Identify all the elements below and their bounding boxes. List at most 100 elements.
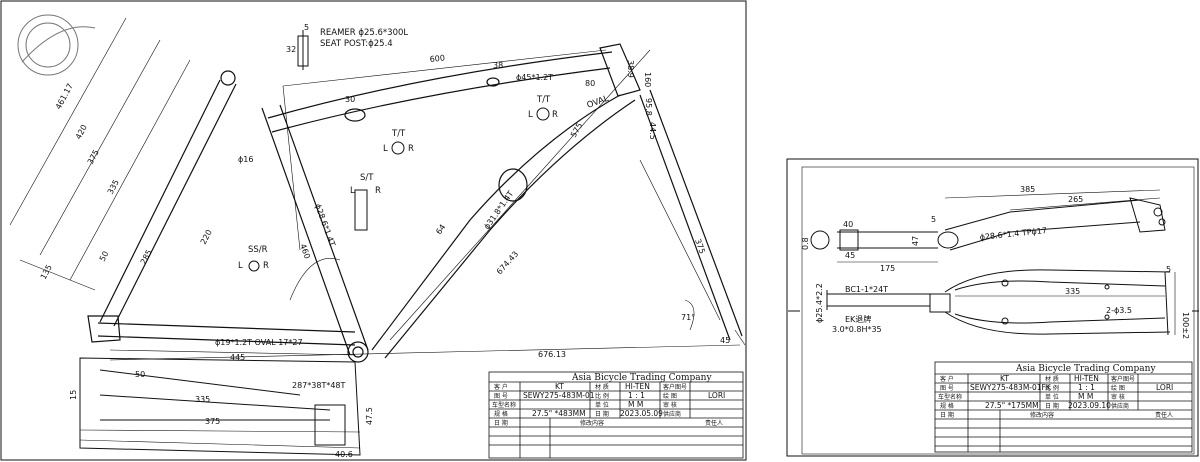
r-1: R [552, 110, 558, 120]
fork-sheet-border [786, 158, 1199, 457]
frame-model-label: 车型名称 [492, 401, 516, 409]
fork-front-view [826, 269, 1171, 336]
fork-scale: 1 : 1 [1078, 383, 1095, 392]
dim-5: 5 [304, 23, 309, 32]
frame-date-label: 日 期 [595, 410, 609, 418]
fork-cust-no-label: 客户图号 [1111, 375, 1135, 383]
dim-676: 676.13 [538, 350, 566, 359]
rear-dim-15: 15 [69, 390, 78, 400]
dim-38: 38 [493, 61, 503, 70]
dim-375: 375 [86, 148, 101, 166]
fork-material: HI-TEN [1074, 374, 1099, 383]
dim-44-5: 44.5 [648, 122, 657, 140]
dim-135: 135 [39, 263, 54, 281]
rear-dim-375: 375 [205, 417, 220, 426]
dim-19: ϕ19*1.2T OVAL 17*27 [215, 338, 303, 347]
fork-dim-385: 385 [1020, 185, 1035, 194]
fork-drawn-by: LORI [1156, 383, 1173, 392]
rear-dim-335: 335 [195, 395, 210, 404]
r-3: R [375, 186, 381, 196]
fork-dim-2: 2-ϕ3.5 [1106, 306, 1132, 315]
dim-31: ϕ31.8*1.4T [482, 189, 515, 231]
fork-dim-5: 5 [931, 215, 936, 224]
fork-model-label: 车型名称 [938, 393, 962, 401]
fork-date: 2023.09.10 [1068, 401, 1111, 410]
frame-owner-label: 责任人 [705, 419, 723, 427]
frame-material: HI-TEN [625, 382, 650, 391]
st-label: S/T [360, 173, 374, 183]
dim-95-8: 95.8 [644, 98, 653, 116]
seat-post-note: SEAT POST:ϕ25.4 [320, 39, 393, 49]
fork-customer: KT [1000, 374, 1009, 383]
fork-drawing-no: SEWY275-483M-01FK [970, 383, 1052, 392]
frame-title-texts: Asia Bicycle Trading Company 客 户 KT 材 质 … [492, 373, 725, 427]
reamer-note: REAMER ϕ25.6*300L [320, 28, 408, 38]
dim-460: 460 [298, 243, 312, 260]
frame-unit: M M [628, 400, 643, 409]
frame-scale-label: 比 例 [595, 392, 609, 400]
fork-owner-label: 责任人 [1155, 411, 1173, 419]
frame-sheet-border [0, 0, 747, 461]
dim-30: 30 [345, 95, 355, 104]
rear-dim-40: 40.6 [335, 450, 353, 459]
fork-dim-100: 100±2 [1181, 312, 1190, 339]
frame-customer-label: 客 户 [494, 383, 508, 391]
tube-section-icons [248, 107, 550, 272]
dim-80: 80 [585, 79, 595, 88]
l-1: L [528, 110, 533, 120]
fork-revision-label: 修改内容 [1030, 411, 1054, 419]
frame-company: Asia Bicycle Trading Company [571, 373, 712, 383]
fork-dim-286: ϕ28.6*1.4 TPϕ17 [979, 226, 1047, 242]
approval-stamp [17, 14, 96, 76]
dim-461: 461.17 [54, 82, 75, 111]
fork-material-label: 材 质 [1045, 375, 1059, 383]
frame-drawing-no-label: 图 号 [494, 393, 508, 400]
fork-scale-label: 比 例 [1045, 384, 1059, 392]
fork-dim-254: ϕ25.4*2.2 [815, 283, 824, 323]
fork-texts: 385 265 40 45 5 47 0.8 175 ϕ28.6*1.4 TPϕ… [801, 185, 1190, 339]
r-2: R [408, 144, 414, 154]
dim-28: ϕ28.6*1.4T [313, 203, 337, 248]
dim-160: 160 [643, 72, 652, 87]
fork-customer-label: 客 户 [940, 375, 954, 383]
frame-drawn-label: 绘 图 [663, 392, 677, 400]
fork-unit-label: 单 位 [1045, 393, 1059, 401]
frame-revision-label: 修改内容 [580, 419, 604, 427]
dim-575: 575 [569, 121, 584, 139]
frame-texts: REAMER ϕ25.6*300L SEAT POST:ϕ25.4 5 32 6… [39, 23, 730, 459]
dim-674: 674.43 [495, 250, 520, 277]
frame-spec: 27.5" *483MM [532, 409, 586, 418]
fork-dim-08: 0.8 [801, 237, 810, 250]
l-4: L [238, 261, 243, 271]
frame-cust-no-label: 客户图号 [663, 383, 687, 391]
fork-ek: EK退牌 [845, 314, 871, 324]
fork-bc1: BC1-1*24T [845, 285, 888, 294]
rear-dim-47: 47.5 [365, 407, 374, 425]
rear-dim-50: 50 [135, 370, 145, 379]
dim-50: 50 [98, 250, 111, 263]
frame-title-block [488, 371, 744, 459]
frame-customer: KT [555, 382, 564, 391]
frame-check-label: 审 核 [663, 401, 677, 409]
l-2: L [383, 144, 388, 154]
fork-dim-5b: 5 [1166, 265, 1171, 274]
frame-drawn-by: LORI [708, 391, 725, 400]
dim-420: 420 [74, 123, 89, 141]
fork-spec-label: 规 格 [940, 402, 954, 410]
dim-45: 45 [720, 336, 730, 345]
dim-600: 600 [429, 53, 445, 64]
dim-16: ϕ16 [238, 155, 253, 164]
fork-title-block [934, 361, 1193, 453]
fork-drawing-no-label: 图 号 [940, 385, 954, 392]
frame-scale: 1 : 1 [628, 391, 645, 400]
fork-dim-47: 47 [911, 236, 920, 246]
fork-supplier-label: 供应商 [1111, 402, 1129, 410]
fork-company: Asia Bicycle Trading Company [1015, 364, 1156, 374]
frame-geometry [87, 43, 743, 363]
rear-stay-detail [79, 357, 361, 456]
fork-spec: 27.5" *175MM [985, 401, 1039, 410]
frame-supplier-label: 供应商 [663, 410, 681, 418]
fork-dimension-lines [837, 189, 1176, 335]
fork-sheet [786, 158, 1199, 457]
